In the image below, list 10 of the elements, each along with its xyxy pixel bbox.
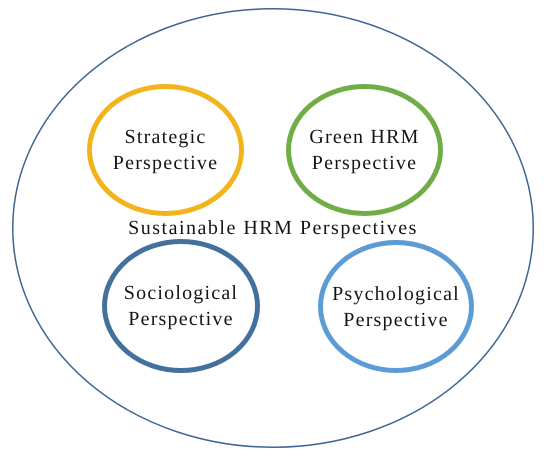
center-label: Sustainable HRM Perspectives [128, 217, 418, 239]
circle-label: Green HRM Perspective [308, 125, 421, 176]
perspective-circle [318, 240, 474, 373]
circle-label: Strategic Perspective [112, 125, 220, 176]
perspective-circle [87, 84, 244, 216]
outer-ellipse [12, 8, 534, 448]
perspective-circle [286, 84, 443, 216]
circle-label: Psychological Perspective [331, 282, 461, 332]
perspective-circle [102, 239, 260, 373]
circle-label: Sociological Perspective [123, 281, 239, 332]
